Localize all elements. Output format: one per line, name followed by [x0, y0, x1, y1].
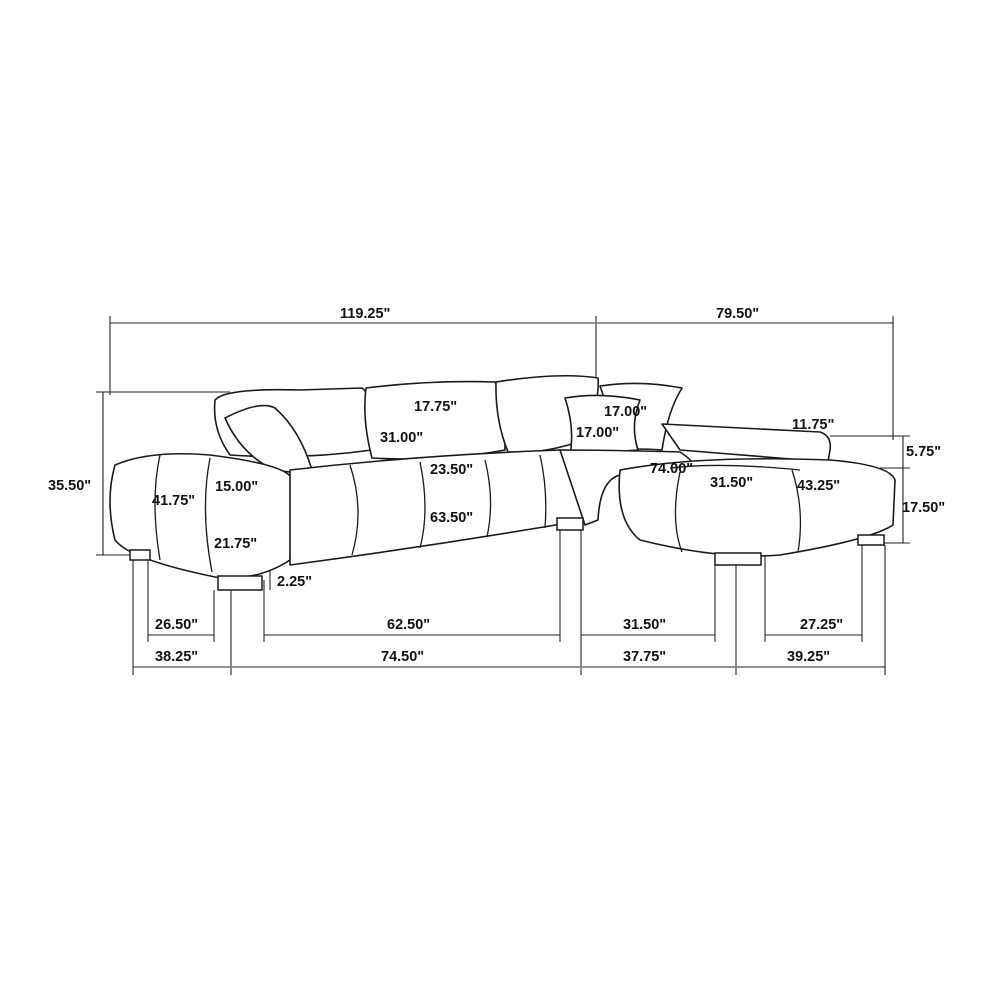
label-chaise-seat-width: 31.50"	[710, 475, 753, 491]
label-arm-height: 21.75"	[214, 536, 257, 552]
label-arm-height-small: 11.75"	[792, 417, 834, 433]
label-chaise-seat-length: 74.00"	[650, 461, 693, 477]
label-arm-offset: 5.75"	[906, 444, 941, 460]
label-main-module-width: 74.50"	[381, 649, 424, 665]
leg	[714, 552, 762, 566]
label-back-cushion-height: 17.75"	[414, 399, 457, 415]
label-leg-span-chaise: 31.50"	[623, 617, 666, 633]
label-pillow-height: 17.00"	[604, 404, 647, 420]
leg	[129, 549, 151, 561]
label-seat-depth: 23.50"	[430, 462, 473, 478]
leg	[556, 517, 584, 531]
label-seat-height: 17.50"	[902, 500, 945, 516]
chaise-back-arm	[661, 423, 832, 463]
dimension-labels: 119.25" 79.50" 35.50" 17.75" 31.00" 17.0…	[48, 306, 945, 665]
label-chaise-module-width: 37.75"	[623, 649, 666, 665]
label-arm-width: 15.00"	[215, 479, 258, 495]
leg	[857, 534, 885, 546]
label-leg-span-arm: 26.50"	[155, 617, 198, 633]
label-seat-width: 63.50"	[430, 510, 473, 526]
throw-pillow-right-front	[564, 394, 641, 456]
label-leg-span-main: 62.50"	[387, 617, 430, 633]
back-cushion-middle	[364, 380, 506, 460]
label-overall-width: 119.25"	[340, 306, 390, 322]
label-chaise-length: 79.50"	[716, 306, 759, 322]
leg	[217, 575, 263, 591]
sofa-drawing	[109, 374, 896, 591]
label-chaise-depth: 43.25"	[797, 478, 840, 494]
label-pillow-width: 17.00"	[576, 425, 619, 441]
label-overall-height: 35.50"	[48, 478, 91, 494]
label-leg-height: 2.25"	[277, 574, 312, 590]
label-chaise-end-width: 39.25"	[787, 649, 830, 665]
label-back-cushion-width: 31.00"	[380, 430, 423, 446]
label-arm-depth: 41.75"	[152, 493, 195, 509]
label-leg-span-chaise-end: 27.25"	[800, 617, 843, 633]
label-arm-module-width: 38.25"	[155, 649, 198, 665]
